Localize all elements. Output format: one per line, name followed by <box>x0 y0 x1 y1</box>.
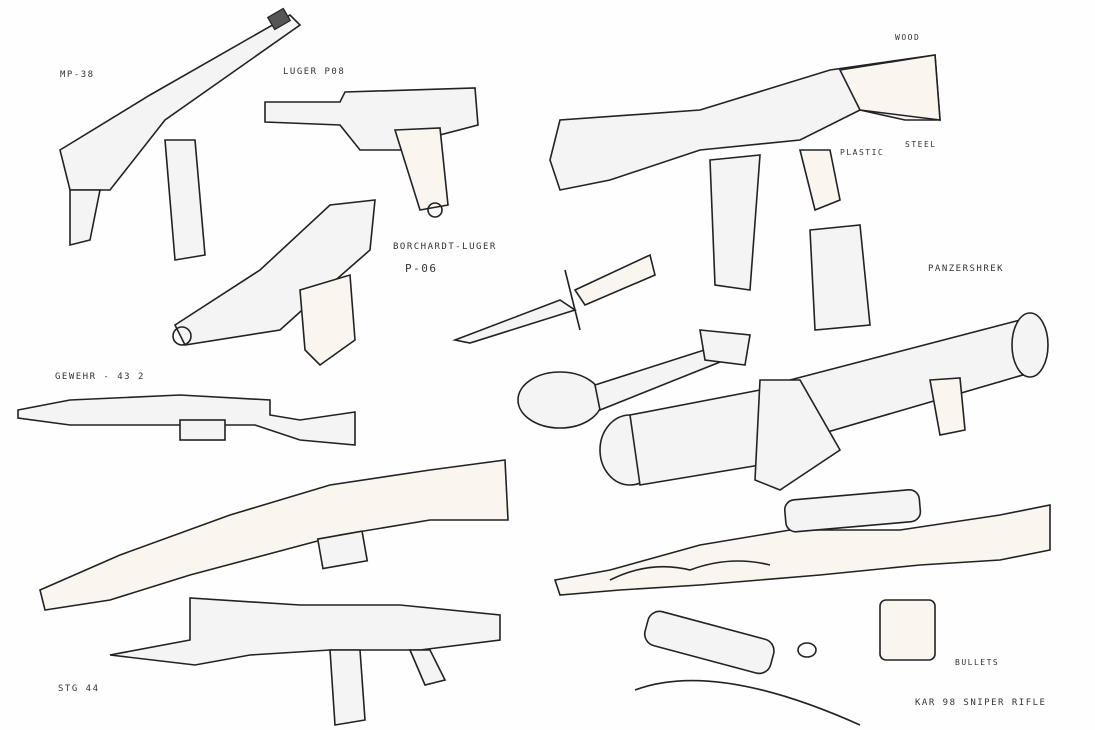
stg44-drawing <box>109 597 501 726</box>
mp38-drawing <box>59 7 302 261</box>
label-bullets: BULLETS <box>955 658 1000 667</box>
label-stg44: STG 44 <box>58 684 100 694</box>
kar98-drawing <box>553 488 1051 726</box>
gewehr-drawing <box>17 394 356 446</box>
label-mp38: MP-38 <box>60 70 95 80</box>
rocket-drawing <box>517 329 751 429</box>
label-steel: STEEL <box>905 140 937 149</box>
label-kar98: KAR 98 SNIPER RIFLE <box>915 698 1047 708</box>
label-borchardt-luger: BORCHARDT-LUGER <box>393 242 497 252</box>
label-luger-p08: LUGER P08 <box>283 67 346 77</box>
label-p06: P-06 <box>405 262 438 275</box>
label-plastic: PLASTIC <box>840 148 885 157</box>
borchardt-luger-drawing <box>172 199 376 367</box>
stg44-upper-drawing <box>549 54 941 331</box>
label-wood: WOOD <box>895 33 921 42</box>
bayonet-drawing <box>452 253 656 344</box>
luger-p08-drawing <box>264 87 479 218</box>
panzershrek-drawing <box>599 312 1049 491</box>
label-panzershrek: PANZERSHREK <box>928 264 1005 274</box>
label-gewehr: GEWEHR - 43 2 <box>55 372 145 382</box>
rifle-drawing <box>39 459 509 611</box>
